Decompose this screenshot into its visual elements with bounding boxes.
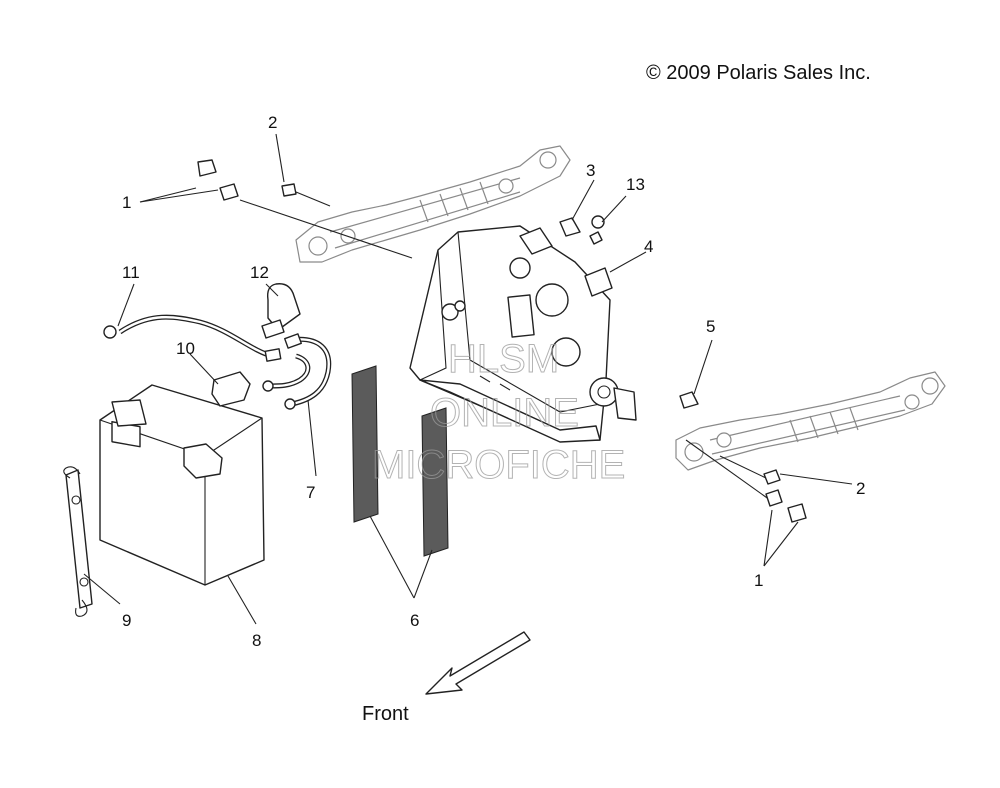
callout-6: 6 bbox=[410, 611, 419, 630]
callout-4: 4 bbox=[644, 237, 653, 256]
watermark-line-2: ONLINE bbox=[430, 391, 579, 435]
callout-5: 5 bbox=[706, 317, 715, 336]
cable-11 bbox=[103, 314, 282, 362]
callout-11: 11 bbox=[122, 263, 140, 282]
nut-clip-3 bbox=[559, 217, 581, 237]
callout-3: 3 bbox=[586, 161, 595, 180]
callout-1-upper: 1 bbox=[122, 193, 131, 212]
callout-12: 12 bbox=[250, 263, 269, 282]
clamp-13 bbox=[589, 215, 605, 245]
callout-2-upper: 2 bbox=[268, 113, 277, 132]
cable-7 bbox=[262, 333, 332, 410]
callout-2-lower: 2 bbox=[856, 479, 865, 498]
callout-13: 13 bbox=[626, 175, 645, 194]
battery-box-bracket bbox=[409, 225, 637, 443]
frame-rail-upper bbox=[295, 145, 571, 263]
nut-clip-5 bbox=[679, 391, 699, 409]
front-arrow bbox=[425, 631, 531, 695]
battery-pads bbox=[351, 365, 449, 557]
bolts-lower-right bbox=[685, 439, 807, 523]
frame-rail-lower bbox=[675, 371, 946, 471]
callout-8: 8 bbox=[252, 631, 261, 650]
copyright-text: © 2009 Polaris Sales Inc. bbox=[646, 62, 871, 84]
terminal-cover-10 bbox=[211, 371, 251, 407]
watermark-line-3: MICROFICHE bbox=[372, 443, 625, 487]
callout-9: 9 bbox=[122, 611, 131, 630]
bolts-upper-left bbox=[197, 159, 413, 259]
leader-lines bbox=[83, 133, 853, 625]
terminal-boot-12 bbox=[261, 283, 301, 339]
watermark-line-1: HLSM bbox=[448, 337, 559, 381]
callout-10: 10 bbox=[176, 339, 195, 358]
front-label: Front bbox=[362, 703, 409, 725]
callout-7: 7 bbox=[306, 483, 315, 502]
hold-down-strap bbox=[63, 466, 93, 617]
battery bbox=[99, 384, 265, 586]
callout-1-lower: 1 bbox=[754, 571, 763, 590]
watermark: HLSM ONLINE MICROFICHE bbox=[372, 337, 626, 488]
